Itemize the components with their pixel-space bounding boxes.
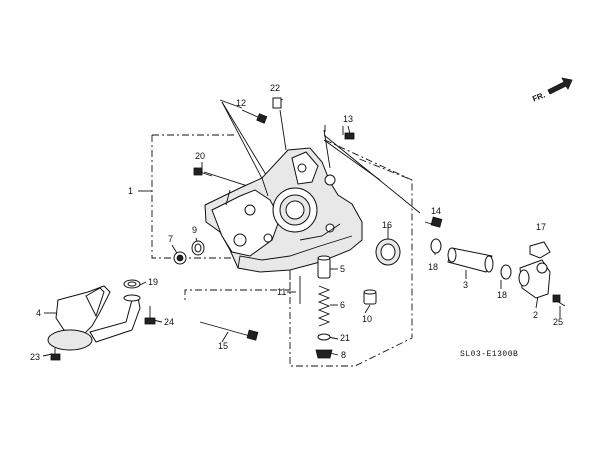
o-ring-9 bbox=[191, 240, 205, 256]
callout-3: 3 bbox=[463, 280, 468, 290]
callout-10: 10 bbox=[362, 314, 372, 324]
callout-6: 6 bbox=[340, 300, 345, 310]
oil-strainer-4 bbox=[47, 285, 141, 351]
oil-pump-housing bbox=[204, 147, 363, 273]
callout-22: 22 bbox=[270, 83, 280, 93]
bolt-15 bbox=[199, 321, 259, 341]
callout-7: 7 bbox=[168, 234, 173, 244]
pipe-3 bbox=[447, 247, 494, 273]
bolt-14 bbox=[424, 216, 443, 228]
callout-19: 19 bbox=[148, 277, 158, 287]
bolt-23 bbox=[50, 348, 61, 361]
o-ring-18-left bbox=[430, 238, 442, 254]
callout-15: 15 bbox=[218, 341, 228, 351]
joint-2 bbox=[518, 259, 551, 299]
callout-18-left: 18 bbox=[428, 262, 438, 272]
callout-2: 2 bbox=[533, 310, 538, 320]
direction-label: FR. bbox=[531, 90, 546, 103]
diagram-code: SL03-E1300B bbox=[460, 350, 518, 359]
gasket-17 bbox=[529, 241, 551, 259]
oil-seal-16 bbox=[375, 238, 401, 266]
plug-7 bbox=[173, 251, 187, 265]
callout-23: 23 bbox=[30, 352, 40, 362]
callout-25: 25 bbox=[553, 317, 563, 327]
bolt-12 bbox=[241, 109, 268, 124]
callout-5: 5 bbox=[340, 264, 345, 274]
callout-17: 17 bbox=[536, 222, 546, 232]
callout-21: 21 bbox=[340, 333, 350, 343]
bolt-13 bbox=[344, 125, 355, 140]
callout-4: 4 bbox=[36, 308, 41, 318]
callout-labels: 1 2 3 4 5 6 7 8 9 10 11 12 13 14 15 16 1… bbox=[30, 83, 563, 362]
callout-1: 1 bbox=[128, 186, 133, 196]
bolt-24 bbox=[144, 306, 156, 325]
relief-valve-5 bbox=[317, 255, 331, 279]
pin-22 bbox=[272, 97, 282, 109]
callout-16: 16 bbox=[382, 220, 392, 230]
washer-21 bbox=[317, 333, 331, 341]
bolt-25 bbox=[552, 294, 566, 307]
bolt-20 bbox=[193, 167, 213, 177]
o-ring-18-right bbox=[500, 264, 512, 280]
gasket-19 bbox=[123, 279, 141, 289]
front-direction-arrow-icon bbox=[547, 77, 573, 95]
spring-6 bbox=[317, 285, 331, 327]
callout-20: 20 bbox=[195, 151, 205, 161]
callout-14: 14 bbox=[431, 206, 441, 216]
callout-12: 12 bbox=[236, 98, 246, 108]
callout-9: 9 bbox=[192, 225, 197, 235]
callout-18-right: 18 bbox=[497, 290, 507, 300]
bolt-8 bbox=[315, 349, 333, 359]
callout-8: 8 bbox=[341, 350, 346, 360]
collar-10 bbox=[363, 289, 377, 305]
callout-11: 11 bbox=[277, 287, 286, 297]
callout-24: 24 bbox=[164, 317, 174, 327]
callout-13: 13 bbox=[343, 114, 353, 124]
